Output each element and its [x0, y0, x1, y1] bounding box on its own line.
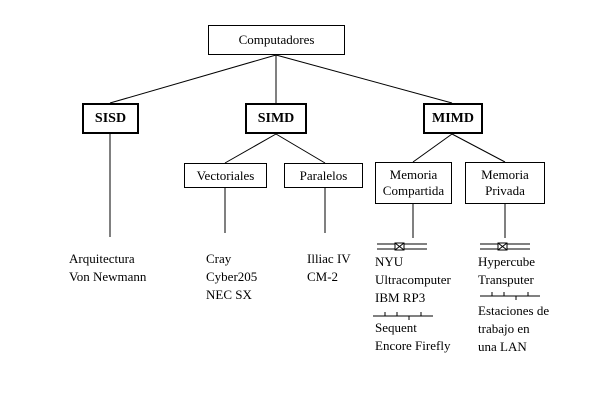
- leaf-vectoriales-line: NEC SX: [206, 287, 252, 302]
- node-paralelos-label: Paralelos: [299, 167, 348, 183]
- leaf-compartida-switch-line: NYU: [375, 254, 404, 269]
- leaf-compartida-switch-line: IBM RP3: [375, 290, 426, 305]
- switch-symbol-compartida: [377, 242, 427, 251]
- leaf-paralelos-line: Illiac IV: [307, 251, 351, 266]
- node-memoria-privada-line2: Privada: [485, 183, 525, 198]
- leaf-privada-bus-line: trabajo en: [478, 321, 530, 336]
- edge-mimd-compartida: [412, 133, 453, 163]
- leaf-privada-bus-line: Estaciones de: [478, 303, 550, 318]
- leaf-vectoriales: Cray Cyber205 NEC SX: [206, 250, 257, 304]
- node-memoria-compartida-line2: Compartida: [382, 183, 445, 198]
- leaf-memoria-compartida-switch: NYU Ultracomputer IBM RP3: [375, 253, 451, 307]
- node-simd-label: SIMD: [257, 110, 295, 126]
- node-computadores: Computadores: [208, 25, 345, 55]
- node-mimd: MIMD: [423, 103, 483, 134]
- leaf-vectoriales-line: Cray: [206, 251, 232, 266]
- leaf-memoria-privada-switch: Hypercube Transputer: [478, 253, 535, 289]
- node-memoria-privada-line1: Memoria: [481, 167, 529, 182]
- leaf-privada-switch-line: Transputer: [478, 272, 534, 287]
- edge-mimd-privada: [451, 133, 506, 163]
- bus-symbol-compartida: [373, 312, 433, 320]
- node-vectoriales-label: Vectoriales: [196, 167, 255, 183]
- node-sisd: SISD: [82, 103, 139, 134]
- node-mimd-label: MIMD: [432, 110, 474, 126]
- leaf-vectoriales-line: Cyber205: [206, 269, 258, 284]
- edge-root-sisd: [109, 54, 277, 104]
- edge-root-mimd: [275, 54, 453, 104]
- edge-simd-vectoriales: [224, 133, 277, 164]
- leaf-sisd-line: Arquitectura: [69, 251, 135, 266]
- node-memoria-compartida: Memoria Compartida: [375, 162, 452, 204]
- node-simd: SIMD: [245, 103, 307, 134]
- leaf-paralelos-line: CM-2: [307, 269, 339, 284]
- leaf-sisd: Arquitectura Von Newmann: [69, 250, 146, 286]
- leaf-compartida-bus-line: Encore Firefly: [375, 338, 451, 353]
- leaf-memoria-privada-bus: Estaciones de trabajo en una LAN: [478, 302, 549, 356]
- edge-simd-paralelos: [275, 133, 326, 164]
- node-computadores-label: Computadores: [238, 32, 315, 47]
- bus-symbol-privada: [480, 292, 540, 300]
- node-vectoriales: Vectoriales: [184, 163, 267, 188]
- leaf-compartida-bus-line: Sequent: [375, 320, 417, 335]
- node-memoria-privada: Memoria Privada: [465, 162, 545, 204]
- leaf-privada-bus-line: una LAN: [478, 339, 527, 354]
- node-memoria-compartida-line1: Memoria: [389, 167, 438, 182]
- node-paralelos: Paralelos: [284, 163, 363, 188]
- leaf-compartida-switch-line: Ultracomputer: [375, 272, 451, 287]
- leaf-memoria-compartida-bus: Sequent Encore Firefly: [375, 319, 450, 355]
- node-sisd-label: SISD: [94, 110, 127, 126]
- switch-symbol-privada: [480, 242, 530, 251]
- leaf-privada-switch-line: Hypercube: [478, 254, 536, 269]
- leaf-sisd-line: Von Newmann: [69, 269, 147, 284]
- leaf-paralelos: Illiac IV CM-2: [307, 250, 351, 286]
